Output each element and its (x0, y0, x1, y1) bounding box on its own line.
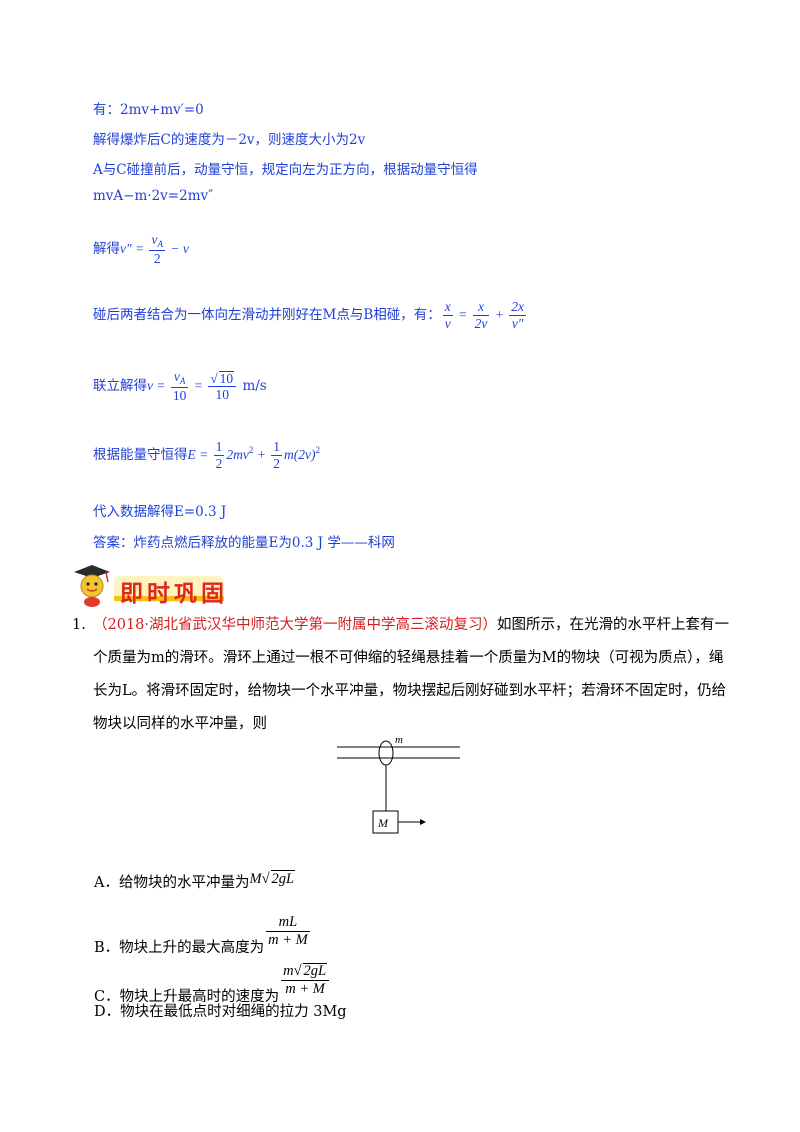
solution-line-7-prefix: 联立解得 (93, 377, 147, 394)
option-b-label: B．物块上升的最大高度为 (94, 939, 265, 956)
option-a: A．给物块的水平冲量为M√2gL (94, 870, 296, 892)
solution-line-6-prefix: 碰后两者结合为一体向左滑动并刚好在M点与B相碰，有： (93, 306, 441, 323)
mascot-icon (74, 565, 224, 607)
solution-line-4: mvA−m·2v=2mv″ (93, 188, 214, 204)
solution-line-3: A与C碰撞前后，动量守恒，规定向左为正方向，根据动量守恒得 (93, 162, 478, 178)
solution-line-9: 代入数据解得E=0.3 J (93, 504, 227, 520)
question-number: 1. (72, 617, 86, 633)
figure-ring-block: m M (337, 734, 460, 834)
option-a-label: A．给物块的水平冲量为 (94, 875, 250, 891)
section-banner: 即时巩固 (66, 560, 266, 608)
solution-line-1: 有：2mv+mv′=0 (93, 102, 204, 118)
block-label: M (377, 816, 389, 830)
question-text: （2018·湖北省武汉华中师范大学第一附属中学高三滚动复习）如图所示，在光滑的水… (93, 609, 733, 741)
solution-line-5-prefix: 解得 (93, 240, 120, 257)
unit-m-per-s: m/s (242, 377, 267, 394)
ring-label: m (395, 734, 403, 746)
option-a-formula: M√2gL (249, 870, 296, 887)
question-source: （2018·湖北省武汉华中师范大学第一附属中学高三滚动复习） (93, 617, 498, 633)
question-body: 如图所示，在光滑的水平杆上套有一个质量为m的滑环。滑环上通过一根不可伸缩的轻绳悬… (93, 617, 730, 732)
banner-title: 即时巩固 (120, 581, 228, 607)
option-c-label: C．物块上升最高时的速度为 (94, 988, 280, 1005)
answer-line: 答案：炸药点燃后释放的能量E为0.3 J 学——科网 (93, 535, 395, 551)
solution-line-8-prefix: 根据能量守恒得 (93, 446, 188, 463)
solution-line-2: 解得爆炸后C的速度为－2v，则速度大小为2v (93, 132, 366, 148)
option-d: D．物块在最低点时对细绳的拉力 3Mg (94, 1004, 347, 1020)
